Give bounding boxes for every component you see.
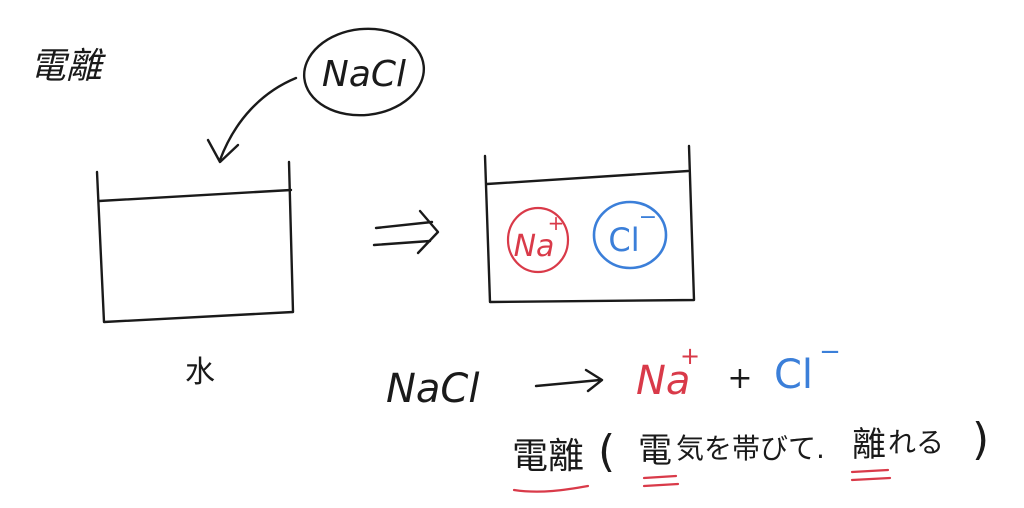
term-underline (512, 484, 590, 493)
explanation-open-paren: ( (598, 426, 615, 477)
dissociation-equation: NaCl Na + + Cl − (386, 337, 841, 412)
equation-product-chloride: Cl (774, 352, 813, 398)
equation-product-sodium-charge: + (680, 342, 700, 370)
implies-arrow-line-top (374, 220, 434, 230)
solution-surface (485, 169, 690, 186)
water-surface (97, 188, 293, 203)
implies-arrow (372, 209, 440, 255)
solution-beaker (483, 144, 696, 304)
ionization-explanation: 電離 ( 電 気を帯びて. 離 れる ) (512, 414, 989, 493)
chloride-ion-circle (592, 200, 668, 270)
implies-arrow-head (416, 209, 440, 255)
chloride-ion-charge: − (639, 205, 657, 230)
nacl-bubble: NaCl (302, 27, 426, 117)
equation-reactant: NaCl (386, 366, 479, 412)
implies-arrow-line-bottom (372, 239, 432, 247)
kanji-ri-underline (850, 468, 892, 482)
equation-product-chloride-charge: − (819, 337, 841, 367)
equation-product-sodium: Na (636, 358, 690, 404)
water-label: 水 (185, 355, 215, 390)
drop-arrow-head (206, 138, 240, 164)
sodium-ion-symbol: Na (514, 229, 555, 264)
nacl-bubble-label: NaCl (322, 54, 406, 95)
chloride-ion: Cl − (592, 200, 668, 270)
kanji-den-underline (642, 474, 680, 488)
solution-beaker-container (483, 144, 696, 304)
water-beaker (95, 160, 295, 324)
sodium-ion: Na + (506, 206, 570, 274)
equation-arrow (534, 368, 604, 393)
sodium-ion-circle (506, 206, 570, 274)
sodium-ion-charge: + (548, 211, 565, 235)
chloride-ion-symbol: Cl (608, 221, 639, 259)
explanation-term: 電離 (512, 436, 584, 477)
page-title: 電離 (30, 46, 106, 87)
explanation-close-paren: ) (972, 414, 989, 465)
explanation-kanji-den: 電 (638, 431, 672, 471)
explanation-text-1: 気を帯びて. (676, 432, 825, 465)
drop-arrow-curve (218, 76, 298, 162)
drop-arrow (206, 76, 298, 164)
explanation-text-2: れる (888, 426, 944, 459)
nacl-bubble-outline (302, 27, 426, 117)
water-beaker-container (95, 160, 295, 324)
equation-plus: + (727, 361, 752, 396)
explanation-kanji-ri: 離 (852, 425, 886, 465)
